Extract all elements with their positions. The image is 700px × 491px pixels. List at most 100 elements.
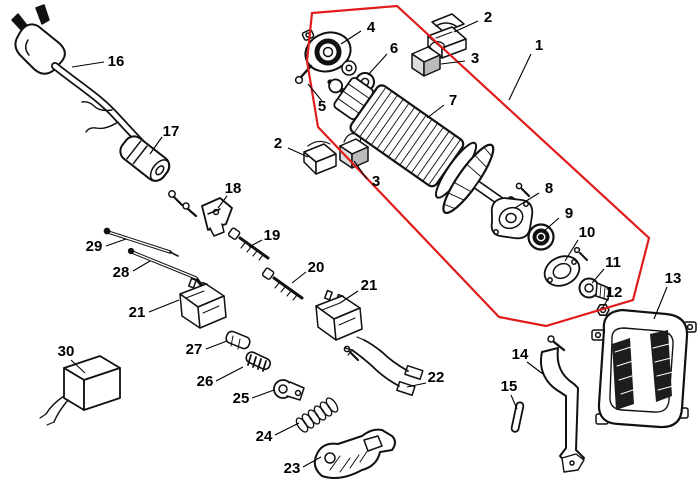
part-callout-26: 26 xyxy=(197,366,244,390)
part-number-label: 27 xyxy=(186,341,203,358)
part-18-bracket xyxy=(201,197,233,237)
part-callout-19: 19 xyxy=(248,227,281,248)
part-2-brush-holder-lower xyxy=(303,140,337,175)
part-8-bracket xyxy=(490,182,534,240)
leader-line xyxy=(514,192,540,209)
leader-line xyxy=(251,389,275,399)
part-callout-8: 8 xyxy=(514,180,553,209)
leader-line xyxy=(149,136,163,155)
part-callout-10: 10 xyxy=(564,224,596,262)
part-20-screw xyxy=(261,267,304,301)
part-11-pinion xyxy=(578,277,610,301)
part-callout-23: 23 xyxy=(284,456,322,477)
part-callout-21: 21 xyxy=(339,277,377,304)
part-number-label: 21 xyxy=(129,304,146,321)
part-number-label: 2 xyxy=(484,9,492,26)
part-21-switch-left xyxy=(179,277,227,329)
part-26-spring xyxy=(245,351,272,372)
part-9-bearing xyxy=(527,223,555,251)
part-callout-12: 12 xyxy=(602,284,622,308)
part-callout-2: 2 xyxy=(453,9,492,33)
part-callout-11: 11 xyxy=(591,254,621,284)
part-number-label: 17 xyxy=(163,123,180,140)
part-callout-3: 3 xyxy=(440,50,479,67)
leader-line xyxy=(426,104,445,119)
part-callout-18: 18 xyxy=(217,180,242,209)
leader-line xyxy=(367,53,388,76)
part-number-label: 7 xyxy=(449,92,457,109)
part-number-label: 20 xyxy=(308,259,325,276)
part-number-label: 19 xyxy=(264,227,281,244)
part-number-label: 16 xyxy=(108,53,125,70)
part-28-rod xyxy=(127,247,204,288)
part-callout-6: 6 xyxy=(367,40,398,76)
leader-line xyxy=(215,366,244,382)
part-number-label: 18 xyxy=(225,180,242,197)
part-10-flange xyxy=(543,246,588,287)
part-30-capacitor xyxy=(39,355,121,426)
part-number-label: 15 xyxy=(501,378,518,395)
leader-line xyxy=(287,147,309,158)
part-callout-13: 13 xyxy=(653,270,681,320)
leader-line xyxy=(148,299,180,313)
part-number-label: 24 xyxy=(256,428,273,445)
part-number-label: 3 xyxy=(471,50,479,67)
part-27-cylinder xyxy=(225,330,251,350)
part-13-stator-housing xyxy=(591,308,697,429)
part-number-label: 6 xyxy=(390,40,398,57)
part-callout-28: 28 xyxy=(113,260,151,281)
part-15-pin xyxy=(510,401,525,433)
leader-line xyxy=(132,260,151,272)
part-number-label: 3 xyxy=(372,173,380,190)
part-number-label: 10 xyxy=(579,224,596,241)
part-small-screws xyxy=(168,190,198,218)
part-number-label: 23 xyxy=(284,460,301,477)
part-power-cord xyxy=(11,4,154,156)
leader-line xyxy=(526,361,544,375)
part-callout-3: 3 xyxy=(353,160,380,190)
highlight-outline-armature-assembly xyxy=(305,4,651,328)
part-callout-5: 5 xyxy=(307,83,326,115)
part-24-spring xyxy=(295,397,339,433)
part-callout-21: 21 xyxy=(129,299,180,321)
part-number-label: 8 xyxy=(545,180,553,197)
part-22-wires xyxy=(344,336,424,396)
part-callout-14: 14 xyxy=(512,346,544,375)
part-number-label: 9 xyxy=(565,205,573,222)
part-callout-22: 22 xyxy=(406,369,444,388)
part-callout-2: 2 xyxy=(274,135,309,158)
part-23-trigger xyxy=(313,428,396,479)
leader-line xyxy=(302,456,322,468)
leader-line xyxy=(105,238,127,247)
leader-line xyxy=(653,286,668,320)
leader-line xyxy=(70,359,86,374)
leader-line xyxy=(71,61,105,68)
part-callout-17: 17 xyxy=(149,123,180,155)
part-number-label: 14 xyxy=(512,346,529,363)
leader-line xyxy=(353,160,368,180)
part-21-switch-right xyxy=(315,289,363,362)
part-29-rod xyxy=(103,227,179,257)
leader-line xyxy=(564,239,579,262)
part-number-label: 29 xyxy=(86,238,103,255)
leader-line xyxy=(205,340,228,350)
leader-line xyxy=(339,290,359,304)
leader-line xyxy=(340,30,362,45)
leader-line xyxy=(274,422,300,436)
part-callout-30: 30 xyxy=(58,343,86,374)
leader-line xyxy=(602,298,609,308)
part-callout-1: 1 xyxy=(508,37,543,101)
part-number-label: 2 xyxy=(274,135,282,152)
part-3-brush-top xyxy=(411,41,446,77)
part-callout-20: 20 xyxy=(291,259,325,284)
leader-line xyxy=(307,83,323,102)
leader-line xyxy=(543,217,560,232)
part-number-label: 4 xyxy=(367,19,376,36)
part-25-gear xyxy=(273,379,305,401)
leader-line xyxy=(291,271,307,284)
leader-line xyxy=(248,239,263,248)
part-number-label: 30 xyxy=(58,343,75,360)
part-callout-9: 9 xyxy=(543,205,573,232)
part-number-label: 25 xyxy=(233,390,250,407)
